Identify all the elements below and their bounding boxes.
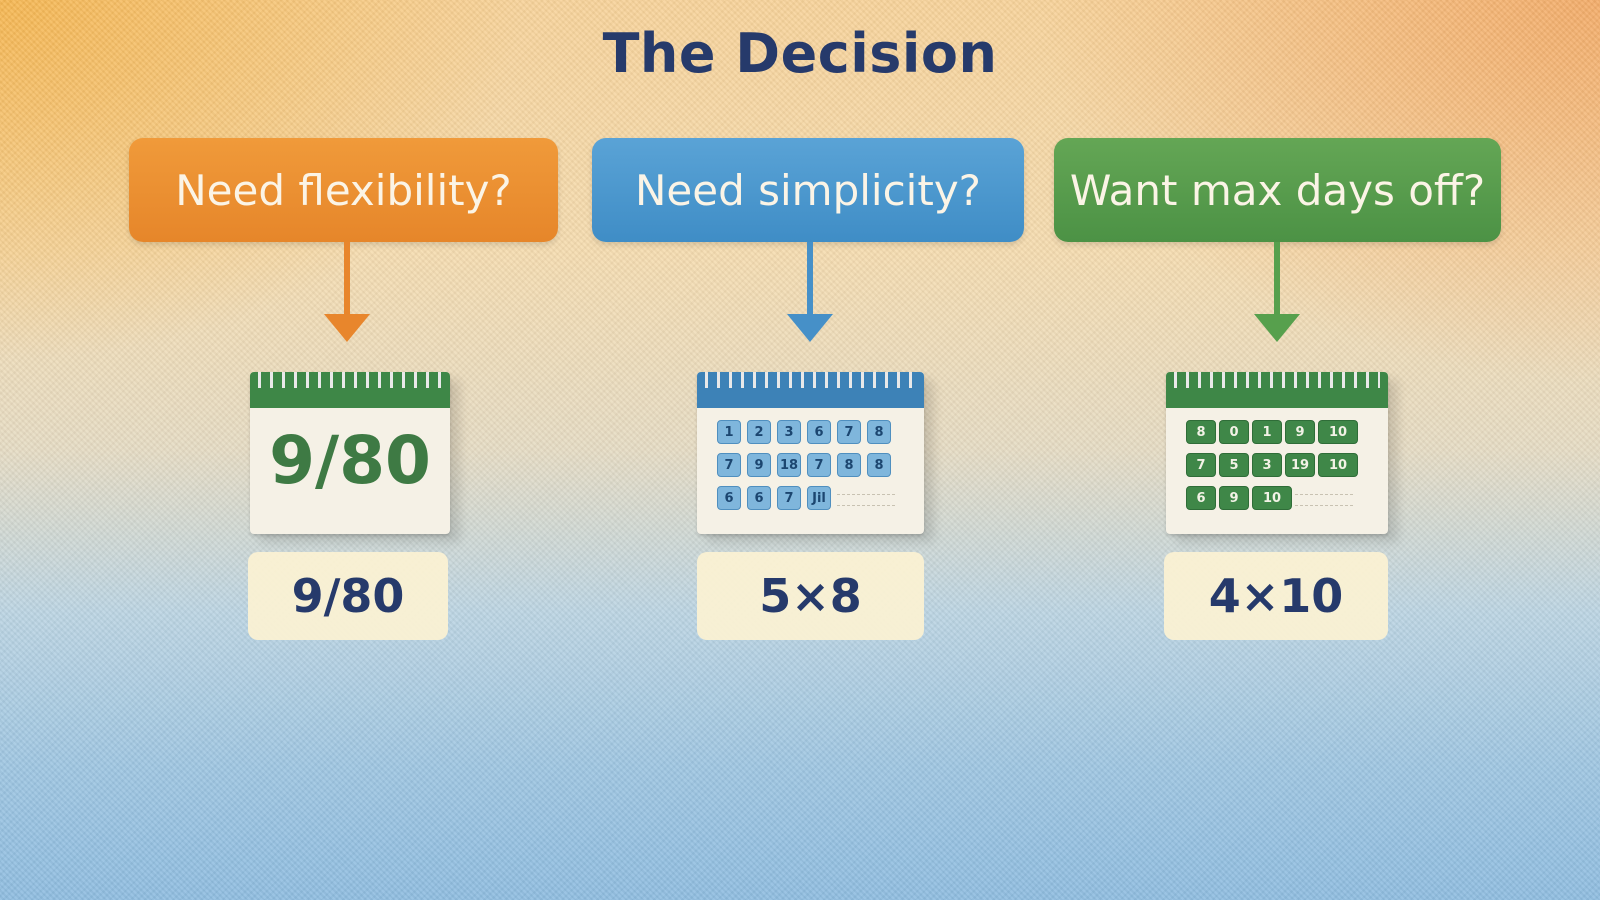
calendar-day: 7 [837, 420, 861, 444]
calendar-day: 7 [807, 453, 831, 477]
calendar-day: 6 [747, 486, 771, 510]
calendar-day: 1 [1252, 420, 1282, 444]
calendar-day: 7 [717, 453, 741, 477]
calendar-day: 8 [867, 420, 891, 444]
calendar-day: 10 [1318, 420, 1358, 444]
calendar-day: Jil [807, 486, 831, 510]
calendar-rings [705, 372, 916, 388]
calendar-rings [1174, 372, 1380, 388]
calendar-grid: 1 2 3 6 7 8 7 9 18 7 8 8 6 6 7 Jil [717, 420, 895, 519]
answer-label-9-80: 9/80 [248, 552, 448, 640]
calendar-day: 8 [867, 453, 891, 477]
calendar-day: 6 [807, 420, 831, 444]
calendar-row: 8 0 1 9 10 [1186, 420, 1358, 444]
calendar-rings [258, 372, 442, 388]
calendar-day: 9 [1285, 420, 1315, 444]
answer-label-4x10: 4×10 [1164, 552, 1388, 640]
calendar-day: 3 [777, 420, 801, 444]
calendar-icon: 1 2 3 6 7 8 7 9 18 7 8 8 6 6 7 Jil [697, 372, 924, 534]
arrow-down-icon [787, 242, 833, 342]
calendar-day: 19 [1285, 453, 1315, 477]
calendar-day: 10 [1252, 486, 1292, 510]
calendar-row: 1 2 3 6 7 8 [717, 420, 895, 444]
calendar-row: 6 9 10 [1186, 486, 1358, 510]
calendar-grid: 8 0 1 9 10 7 5 3 19 10 6 9 10 [1186, 420, 1358, 519]
calendar-day: 8 [1186, 420, 1216, 444]
calendar-day: 10 [1318, 453, 1358, 477]
calendar-day: 7 [1186, 453, 1216, 477]
calendar-icon: 8 0 1 9 10 7 5 3 19 10 6 9 10 [1166, 372, 1388, 534]
question-max-days-off: Want max days off? [1054, 138, 1501, 242]
calendar-day: 1 [717, 420, 741, 444]
calendar-row: 6 6 7 Jil [717, 486, 895, 510]
calendar-empty-lines [837, 494, 895, 506]
arrow-down-icon [1254, 242, 1300, 342]
page-title: The Decision [602, 22, 998, 85]
calendar-empty-lines [1295, 494, 1353, 506]
calendar-day: 2 [747, 420, 771, 444]
question-simplicity: Need simplicity? [592, 138, 1024, 242]
calendar-day: 6 [1186, 486, 1216, 510]
calendar-icon: 9/80 [250, 372, 450, 534]
calendar-day: 8 [837, 453, 861, 477]
calendar-row: 7 9 18 7 8 8 [717, 453, 895, 477]
calendar-day: 3 [1252, 453, 1282, 477]
calendar-day: 6 [717, 486, 741, 510]
arrow-down-icon [324, 242, 370, 342]
calendar-text: 9/80 [269, 422, 431, 499]
question-flexibility: Need flexibility? [129, 138, 558, 242]
calendar-day: 18 [777, 453, 801, 477]
calendar-day: 9 [747, 453, 771, 477]
calendar-day: 9 [1219, 486, 1249, 510]
calendar-day: 5 [1219, 453, 1249, 477]
calendar-day: 7 [777, 486, 801, 510]
calendar-row: 7 5 3 19 10 [1186, 453, 1358, 477]
answer-label-5x8: 5×8 [697, 552, 924, 640]
calendar-day: 0 [1219, 420, 1249, 444]
